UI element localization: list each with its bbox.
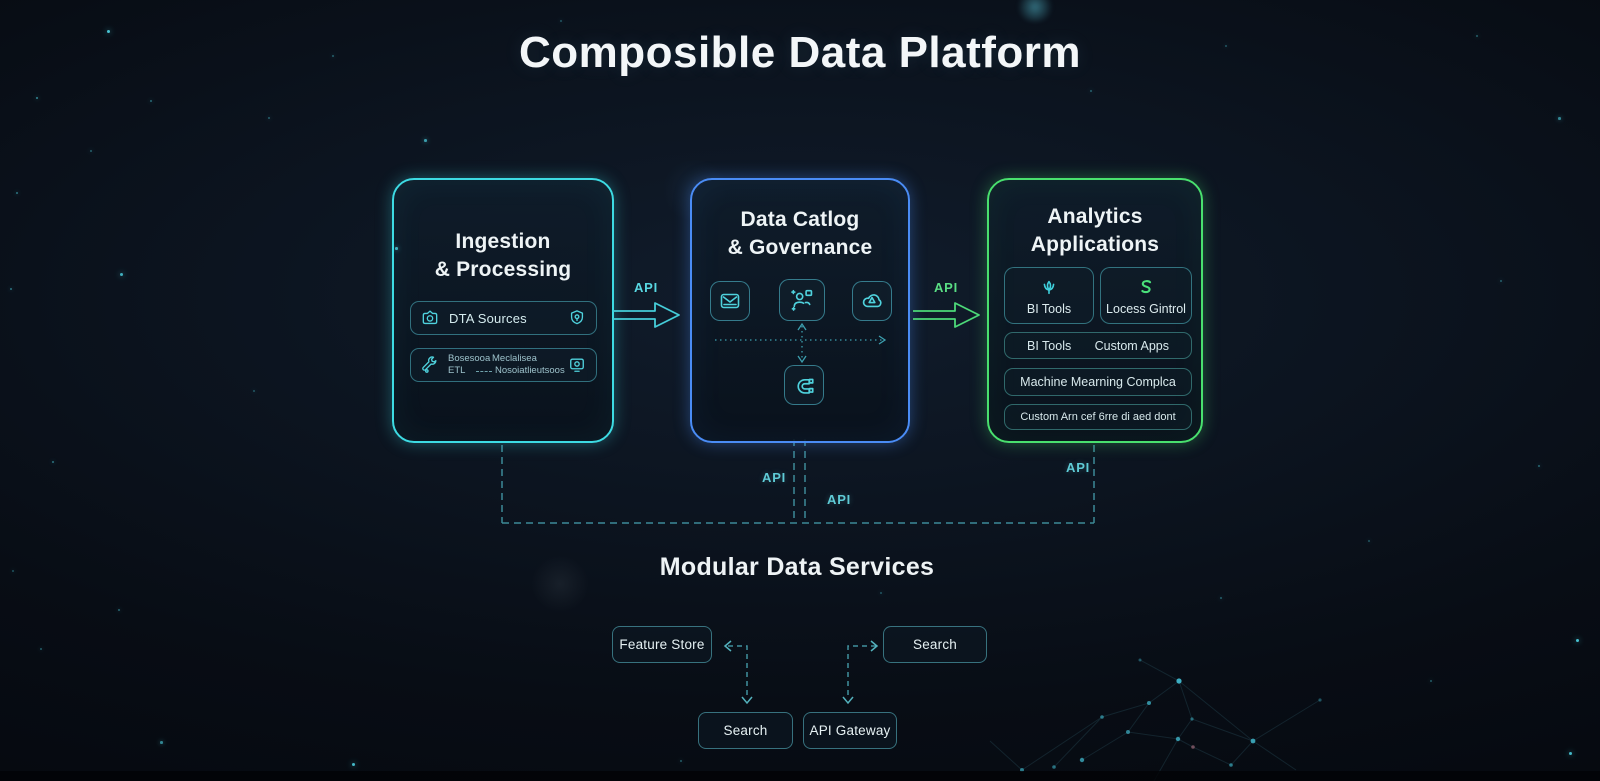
bulb-plant-icon: [1043, 280, 1055, 294]
background-particle: [1220, 597, 1222, 599]
background-particle: [52, 461, 54, 463]
panel-catalog-title: Data Catlog & Governance: [727, 208, 873, 259]
background-particle: [150, 100, 152, 102]
api-label-bus-mid: API: [827, 492, 852, 507]
background-particle: [253, 390, 255, 392]
analytics-row-bi-custom: BI Tools Custom Apps: [1004, 332, 1192, 359]
bottom-edge-strip: [0, 771, 1600, 781]
api-label-bus-left: API: [762, 470, 787, 485]
background-particle: [1500, 280, 1502, 282]
panel-analytics-applications: Analytics Applications BI Tools Locess G…: [987, 178, 1203, 443]
background-particle: [1538, 465, 1540, 467]
catalog-tile-magnet: [784, 365, 824, 405]
background-particle: [10, 288, 12, 290]
background-particle: [40, 648, 42, 650]
services-heading: Modular Data Services: [659, 553, 935, 581]
background-particle: [560, 20, 562, 22]
service-api-gateway: API Gateway: [803, 712, 897, 749]
api-arrow-1-label: API: [633, 280, 659, 295]
service-feature-store: Feature Store: [612, 626, 712, 663]
background-particle: [36, 97, 38, 99]
block-arrow-right-icon: [613, 302, 680, 328]
background-particle: [118, 609, 120, 611]
background-particle: [352, 763, 355, 766]
row-custom-apps-label: Custom Apps: [1094, 338, 1169, 353]
background-particle: [1368, 540, 1370, 542]
background-particle: [16, 192, 18, 194]
etl-description: Bosesooa Meclalisea ETL Nosoiatlieutsoos: [448, 353, 565, 376]
background-particle: [1576, 639, 1579, 642]
panel-data-catalog-governance: Data Catlog & Governance: [690, 178, 910, 443]
catalog-tile-mail: [710, 281, 750, 321]
glow-blob: [1015, 0, 1055, 22]
block-arrow-right-icon: [913, 302, 980, 328]
s-curve-icon: [1141, 279, 1152, 293]
wrench-icon: [422, 356, 437, 373]
api-arrow-2-label: API: [933, 280, 959, 295]
etl-row: Bosesooa Meclalisea ETL Nosoiatlieutsoos: [410, 348, 597, 382]
mail-icon: [720, 293, 740, 309]
background-particle: [120, 273, 123, 276]
service-search-top: Search: [883, 626, 987, 663]
background-particle: [1569, 752, 1572, 755]
catalog-tile-cloud: [852, 281, 892, 321]
analytics-tile-access-control: Locess Gintrol: [1100, 267, 1192, 324]
analytics-row-custom: Custom Arn cef 6rre di aed dont: [1004, 404, 1192, 430]
cloud-knot-icon: [862, 294, 882, 308]
api-arrow-ingestion-to-catalog: API: [611, 280, 681, 332]
dash-divider: [476, 370, 492, 372]
background-particle: [90, 150, 92, 152]
shield-icon: [570, 310, 584, 325]
panel-ingestion-title: Ingestion & Processing: [434, 230, 572, 281]
data-source-camera-icon: [422, 310, 438, 325]
magnet-icon: [796, 378, 814, 394]
api-arrow-catalog-to-analytics: API: [911, 280, 981, 332]
service-search-bottom: Search: [698, 712, 793, 749]
background-particle: [424, 139, 427, 142]
data-sources-row: DTA Sources: [410, 301, 597, 335]
data-sources-label: DTA Sources: [449, 310, 527, 326]
background-particle: [880, 592, 882, 594]
tile-access-control-label: Locess Gintrol: [1106, 301, 1186, 316]
background-particle: [160, 741, 163, 744]
background-particle: [680, 760, 682, 762]
background-particle: [1090, 90, 1092, 92]
panel-analytics-title: Analytics Applications: [1030, 205, 1160, 256]
tile-bi-tools-label: BI Tools: [1026, 301, 1072, 316]
metadata-people-icon: [791, 289, 813, 311]
background-particle: [1558, 117, 1561, 120]
api-label-bus-right: API: [1066, 460, 1091, 475]
row-bi-tools-label: BI Tools: [1027, 338, 1072, 353]
analytics-row-machine-learning: Machine Mearning Complca: [1004, 368, 1192, 396]
background-particle: [12, 570, 14, 572]
monitor-icon: [570, 358, 584, 372]
analytics-tile-bi-tools: BI Tools: [1004, 267, 1094, 324]
background-particle: [1430, 680, 1432, 682]
panel-ingestion-processing: Ingestion & Processing DTA Sources Boses…: [392, 178, 614, 443]
glow-blob: [530, 556, 590, 612]
catalog-tile-metadata: [779, 279, 825, 321]
background-particle: [268, 117, 270, 119]
page-title: Composible Data Platform: [518, 28, 1082, 77]
